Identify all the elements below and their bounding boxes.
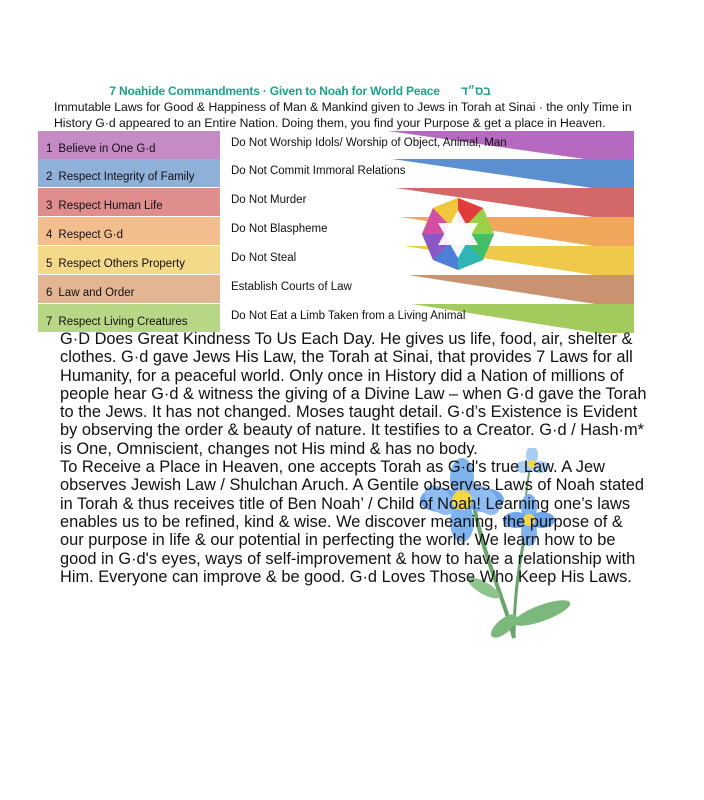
commandment-law: Do Not Steal <box>231 252 297 264</box>
color-wedge <box>412 304 634 333</box>
color-wedge <box>408 275 634 310</box>
color-wedge <box>392 159 634 194</box>
page-subtitle: Immutable Laws for Good & Happiness of M… <box>54 100 632 130</box>
flower-icon <box>420 448 571 639</box>
color-wedge <box>388 131 634 166</box>
commandment-law: Do Not Eat a Limb Taken from a Living An… <box>231 310 466 322</box>
hebrew-abbreviation: בס״ד <box>460 84 491 98</box>
body-text: G·D Does Great Kindness To Us Each Day. … <box>60 330 650 586</box>
paragraph: To Receive a Place in Heaven, one accept… <box>60 458 645 586</box>
star-of-david-icon <box>422 198 494 270</box>
commandment-law: Do Not Murder <box>231 194 307 206</box>
commandment-law: Do Not Worship Idols/ Worship of Object,… <box>231 137 507 149</box>
commandment-law: Do Not Commit Immoral Relations <box>231 165 406 177</box>
paragraph: G·D Does Great Kindness To Us Each Day. … <box>60 330 647 458</box>
commandment-law: Do Not Blaspheme <box>231 223 328 235</box>
color-wedge <box>396 188 634 223</box>
commandment-law: Establish Courts of Law <box>231 281 352 293</box>
page-title: 7 Noahide Commandments · Given to Noah f… <box>0 84 600 98</box>
title-text: 7 Noahide Commandments · Given to Noah f… <box>109 84 440 98</box>
